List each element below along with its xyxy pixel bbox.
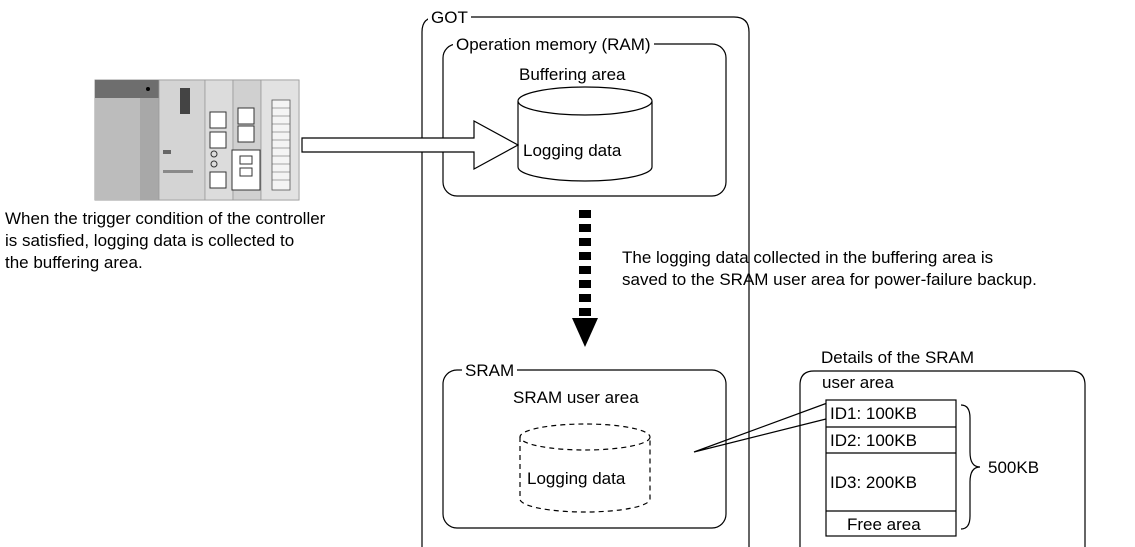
- sram-cylinder: [519, 423, 651, 513]
- got-frame: [421, 16, 750, 547]
- sram-label: SRAM: [462, 360, 518, 381]
- buffering-cylinder: [517, 86, 653, 182]
- save-down-arrow: [572, 210, 598, 347]
- details-title-line-1: Details of the SRAM: [818, 347, 978, 368]
- collect-arrow: [301, 119, 520, 171]
- details-row-id1: ID1: 100KB: [830, 404, 917, 423]
- sram-box: [442, 369, 727, 529]
- ram-label: Operation memory (RAM): [453, 34, 654, 55]
- controller-caption-line-1: When the trigger condition of the contro…: [5, 209, 326, 228]
- save-note-line-2: saved to the SRAM user area for power-fa…: [622, 270, 1037, 289]
- save-note-line-1: The logging data collected in the buffer…: [622, 248, 994, 267]
- plc-controller-image: [94, 79, 300, 201]
- details-frame: [799, 370, 1086, 547]
- details-row-id3: ID3: 200KB: [830, 473, 917, 492]
- buffering-logging-data-label: Logging data: [523, 141, 622, 160]
- details-row-free: Free area: [847, 515, 921, 534]
- details-title-line-2: user area: [822, 373, 894, 392]
- sram-logging-data-label: Logging data: [527, 469, 626, 488]
- details-table: [825, 399, 957, 537]
- total-brace: [960, 404, 981, 530]
- callout-pointer: [693, 401, 831, 453]
- buffering-area-label: Buffering area: [519, 65, 626, 84]
- details-total: 500KB: [988, 458, 1040, 477]
- controller-caption-line-2: is satisfied, logging data is collected …: [5, 231, 295, 250]
- details-row-id2: ID2: 100KB: [830, 431, 917, 450]
- sram-user-area-label: SRAM user area: [513, 388, 639, 407]
- controller-caption-line-3: the buffering area.: [5, 253, 143, 272]
- got-label: GOT: [428, 7, 471, 28]
